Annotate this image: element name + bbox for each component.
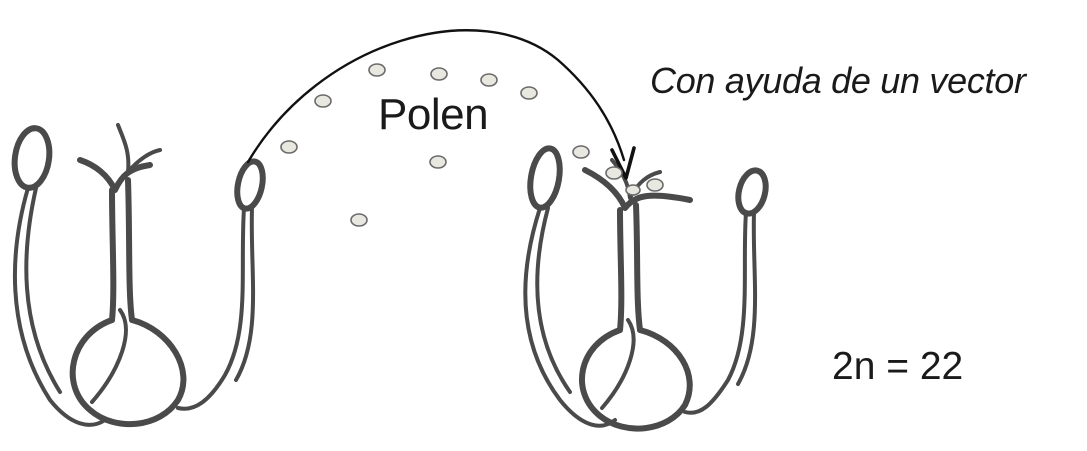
pollen-grain (369, 64, 385, 76)
chromosome-number-label: 2n = 22 (832, 345, 963, 389)
pollen-grain (351, 214, 367, 226)
ovary (73, 320, 184, 424)
pollen-grain (481, 74, 497, 86)
anther (11, 126, 53, 190)
pollen-grain (281, 141, 297, 153)
vector-caption: Con ayuda de un vector (650, 60, 1026, 102)
right-flower-pistil (582, 160, 690, 429)
style-right (636, 205, 640, 330)
pollen-grain (647, 179, 663, 191)
right-flower-stamen-right (685, 168, 770, 413)
anther (233, 159, 266, 211)
pollen-label: Polen (378, 90, 488, 140)
anther (526, 146, 564, 210)
filament (178, 208, 244, 409)
style-left (112, 190, 113, 320)
pollen-grain (626, 185, 640, 195)
filament-inner (537, 208, 570, 392)
left-flower (11, 125, 267, 425)
pollen-grain (521, 87, 537, 99)
pollen-grain (606, 167, 622, 179)
anther (734, 168, 770, 217)
left-flower-stamen-left (11, 126, 105, 425)
ovary (582, 330, 690, 429)
left-flower-pistil (73, 125, 184, 424)
style-left (620, 210, 621, 330)
pollen-grain (315, 95, 331, 107)
pollen-grain (430, 156, 446, 168)
stigma (80, 160, 150, 190)
style-right (128, 180, 132, 320)
pollen-grain (431, 68, 447, 80)
left-flower-stamen-right (178, 159, 267, 409)
pollen-grain (573, 146, 589, 158)
pollen-grains (281, 64, 663, 226)
right-flower-stamen-left (525, 146, 615, 426)
